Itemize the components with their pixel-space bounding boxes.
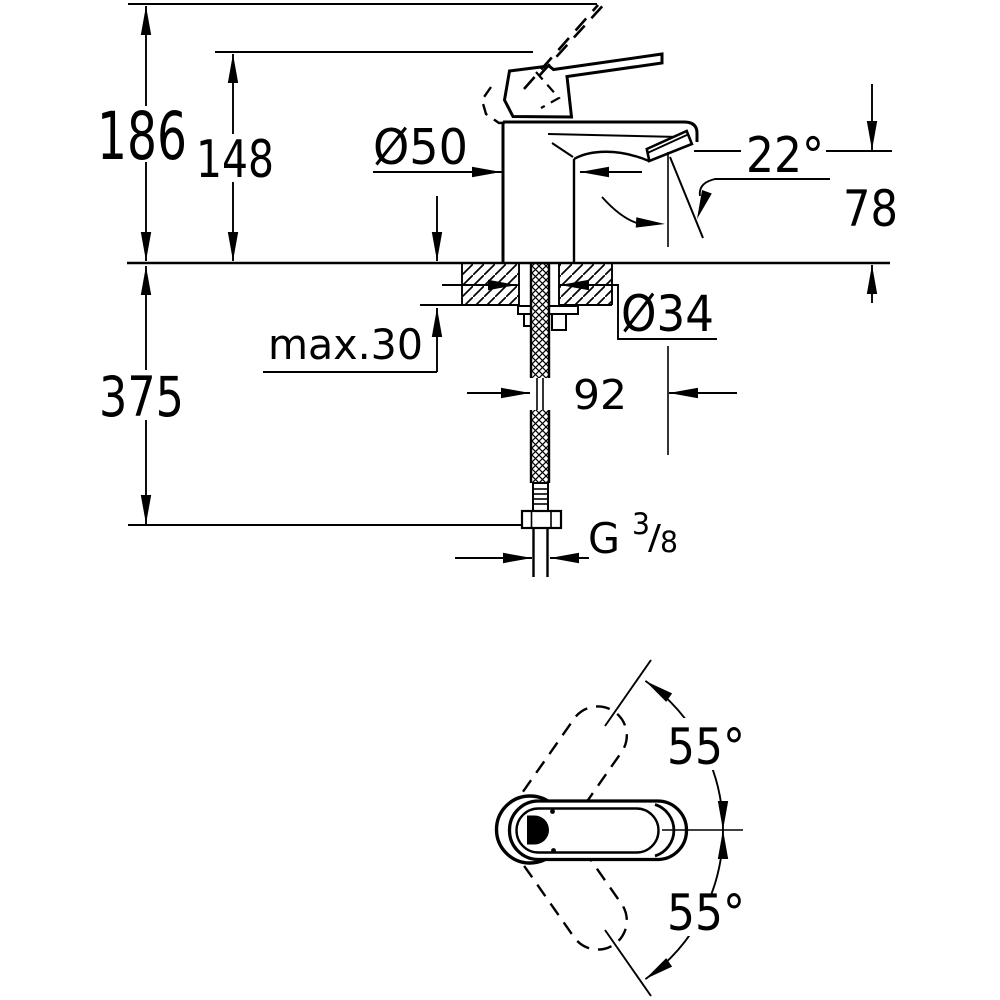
side-view: 186 148 375 Ø50 [92,0,898,577]
stream-angle-construction [601,152,704,247]
label-thread-g: G [588,514,620,563]
label-total-height: 186 [97,98,187,175]
label-thread-num: 3 [632,507,650,541]
top-view: 55° 55° [494,659,753,997]
label-swivel-lower: 55° [667,884,745,942]
label-depth-below: 375 [99,365,184,429]
dimension-max30: max.30 [263,196,462,373]
dimension-78: 78 [694,84,898,303]
dimension-92: 92 [467,346,737,455]
dimension-186: 186 [92,3,597,261]
label-spout-height: 78 [843,180,898,238]
swivel-angle-construction: 55° 55° [604,659,753,997]
label-hole-diameter: Ø34 [621,285,714,343]
dimension-o50: Ø50 [373,119,642,178]
handle-logo-mark [527,815,549,845]
label-projection: 92 [573,371,627,419]
label-base-diameter: Ø50 [373,119,468,176]
label-swivel-upper: 55° [667,718,745,776]
dimension-148: 148 [190,51,533,261]
dimension-o34: Ø34 [442,279,717,343]
dimension-22deg: 22° [692,127,830,221]
label-thread-den: 8 [660,525,678,559]
dimension-375: 375 [93,266,523,526]
label-aerator-height: 148 [196,130,274,190]
connector-nut [520,509,563,530]
water-stream-line [669,156,704,239]
lever-handle-raised-dashed [480,0,608,125]
supply-hose [520,263,563,577]
handle-top-view [494,794,689,865]
label-thread-slash: / [648,518,662,558]
label-stream-angle: 22° [746,127,824,184]
label-max-counter: max.30 [268,320,423,369]
aerator [645,129,694,163]
dimension-thread: G 3 / 8 [455,507,678,564]
